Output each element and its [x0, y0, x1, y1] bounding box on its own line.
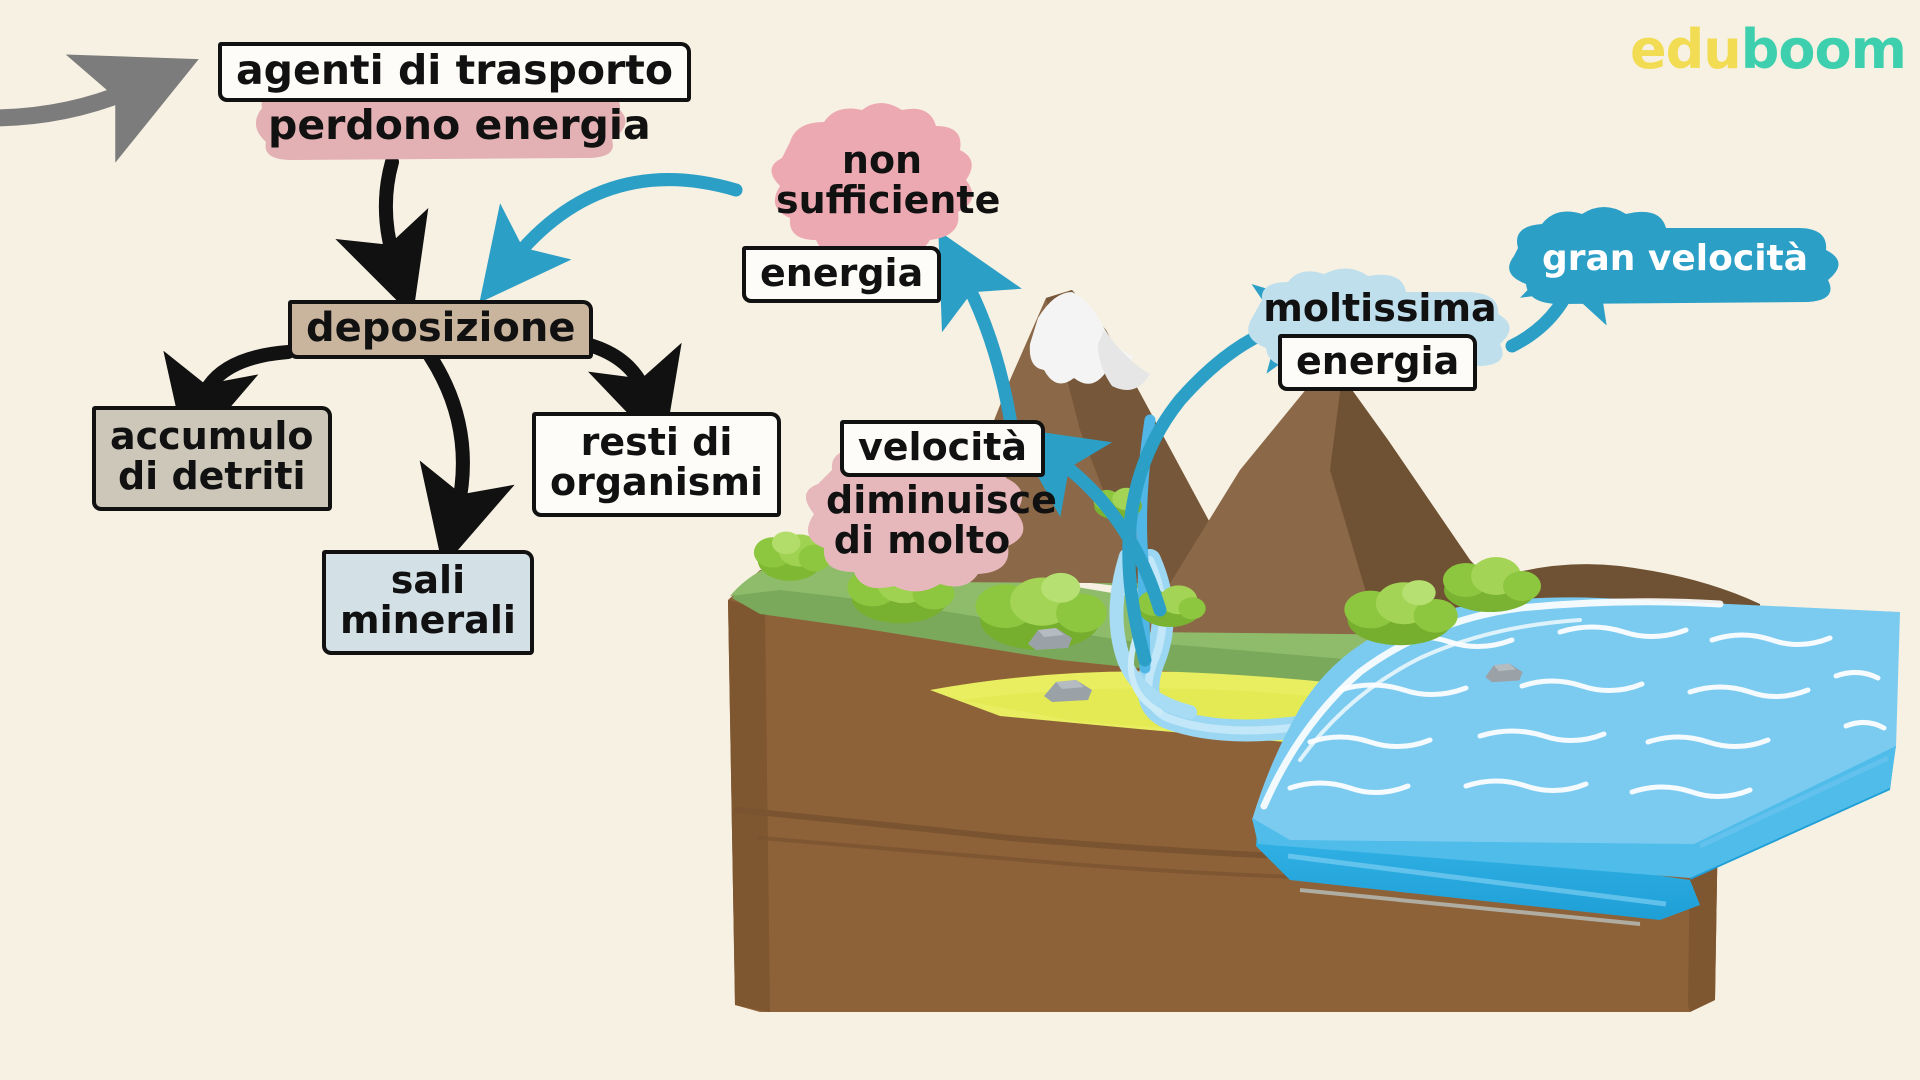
label-gran-velocita: gran velocità	[1541, 238, 1809, 279]
sandy-delta	[930, 671, 1560, 760]
arrow-deposizione-to-accumulo	[163, 345, 295, 458]
label-velocita: velocità	[840, 420, 1046, 478]
label-energia-2: energia	[1278, 334, 1478, 392]
label-resti-di-organismi: resti di organismi	[532, 412, 782, 517]
arrow-trasporto-to-deposizione	[335, 155, 429, 317]
logo-boom: boom	[1740, 18, 1907, 81]
soil-cross-section	[728, 565, 1720, 1012]
grey-curved-arrow-icon	[0, 54, 199, 163]
arrow-velocita-to-energia	[938, 230, 1022, 437]
sea	[1252, 597, 1900, 926]
label-accumulo-di-detriti: accumulo di detriti	[92, 406, 332, 511]
arrow-deposizione-to-sali	[419, 349, 515, 568]
label-moltissima: moltissima	[1263, 286, 1497, 330]
arrow-mountain-to-moltissima	[1122, 283, 1349, 667]
arrow-energia-to-gran-velocita	[1505, 224, 1607, 353]
eduboom-logo: eduboom	[1630, 18, 1907, 81]
label-sali-minerali: sali minerali	[322, 550, 534, 655]
label-energia-1: energia	[742, 246, 942, 304]
river	[1109, 414, 1691, 742]
logo-edu: edu	[1630, 18, 1742, 81]
second-mountain	[1140, 376, 1540, 640]
rocks	[1028, 628, 1523, 702]
far-ridge	[1440, 564, 1760, 634]
label-agenti-di-trasporto: agenti di trasporto	[218, 42, 692, 103]
arrow-energia-to-deposizione	[479, 173, 743, 303]
arrow-river-to-velocita	[1011, 427, 1167, 617]
label-perdono-energia: perdono energia	[268, 101, 651, 149]
label-diminuisce-di-molto: diminuisce di molto	[826, 478, 1057, 563]
label-non-sufficiente: non sufficiente	[776, 138, 1001, 223]
label-deposizione: deposizione	[288, 300, 594, 360]
